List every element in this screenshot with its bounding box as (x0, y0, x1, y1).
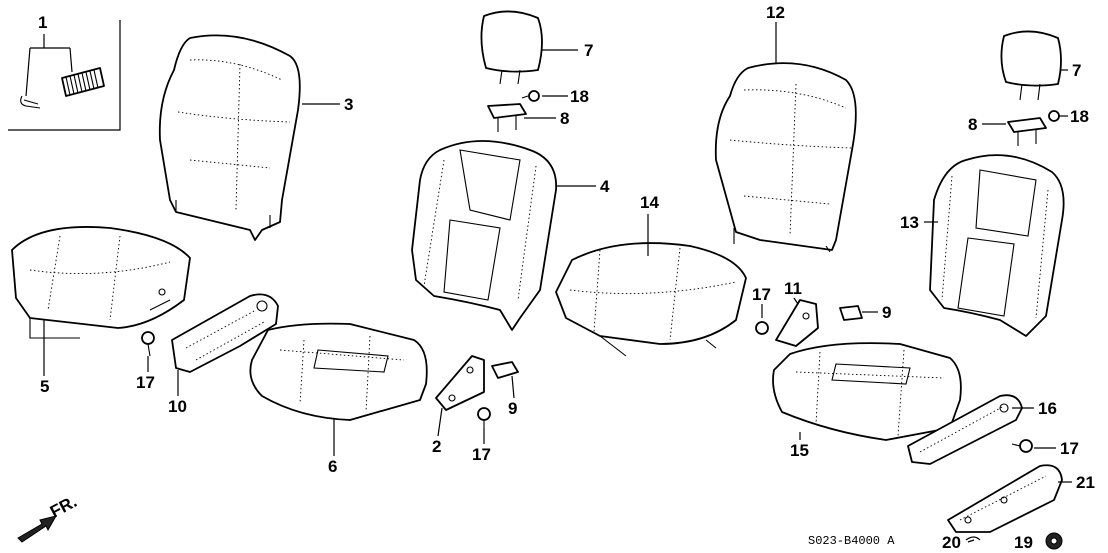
part-8-headrest-guide (487, 103, 527, 132)
callout-3: 3 (344, 95, 353, 114)
part-2-bracket (435, 355, 485, 411)
callout-9-center: 9 (508, 399, 517, 418)
part-21-rail-cover (947, 464, 1063, 533)
callout-4: 4 (600, 177, 610, 196)
part-11-latch (775, 299, 819, 347)
part-17-bolt-right-icon (755, 321, 769, 335)
callout-13: 13 (900, 213, 919, 232)
part-3-seatback-cover (158, 34, 301, 241)
callout-17-right: 17 (752, 285, 771, 304)
callout-5: 5 (40, 377, 49, 396)
callout-19: 19 (1014, 533, 1033, 552)
callout-18-left: 18 (570, 87, 589, 106)
part-14-cushion-cover (555, 242, 747, 357)
part-5-cushion-cover (11, 226, 191, 339)
leader-lines (43, 22, 1072, 543)
callout-21: 21 (1076, 473, 1095, 492)
part-12-seatback-cover (714, 62, 857, 253)
clip-coil-icon (61, 67, 105, 97)
part-18-bolt-right-icon (1048, 110, 1060, 122)
callout-20: 20 (942, 533, 961, 552)
part-17-bolt-lower-icon (1011, 439, 1033, 453)
drawing-code: S023-B4000 A (808, 534, 895, 548)
callout-18-right: 18 (1070, 107, 1089, 126)
callout-1: 1 (38, 13, 47, 32)
callout-7-left: 7 (584, 41, 593, 60)
part-4-seatback-pad (411, 140, 557, 331)
callout-12: 12 (766, 3, 785, 22)
front-direction-arrow-icon (17, 515, 58, 543)
part-17-bolt-center-icon (477, 407, 491, 428)
part-7-headrest-right (1000, 30, 1062, 101)
part-20-clip-icon (965, 536, 981, 541)
part-16-recliner-cover (907, 394, 1023, 465)
callout-7-right: 7 (1072, 61, 1081, 80)
callout-6: 6 (328, 457, 337, 476)
callout-8-right: 8 (968, 115, 977, 134)
callout-17-center: 17 (472, 445, 491, 464)
part-18-bolt-icon (521, 90, 540, 102)
part-8-headrest-guide-right (1007, 117, 1047, 146)
callout-8-left: 8 (560, 109, 569, 128)
callout-10: 10 (168, 397, 187, 416)
callout-17-lower: 17 (1060, 439, 1079, 458)
inset-box-part-1 (8, 20, 121, 131)
callout-15: 15 (790, 441, 809, 460)
part-9-cap-right (839, 305, 863, 321)
part-10-recliner-cover (171, 293, 279, 373)
part-15-cushion-pad (772, 342, 962, 441)
callout-2: 2 (432, 437, 441, 456)
part-7-headrest-left (480, 10, 543, 85)
part-19-knob-icon (1045, 532, 1063, 550)
callout-16: 16 (1038, 399, 1057, 418)
part-17-bolt-icon (141, 331, 155, 357)
callout-11: 11 (784, 279, 802, 298)
part-9-cap-center (491, 361, 519, 379)
callout-17-left: 17 (136, 373, 155, 392)
callout-14: 14 (640, 193, 659, 212)
callout-9-right: 9 (882, 303, 891, 322)
part-6-cushion-pad (249, 322, 428, 421)
part-13-seatback-pad (929, 154, 1065, 337)
hog-ring-clip-icon (20, 95, 41, 109)
